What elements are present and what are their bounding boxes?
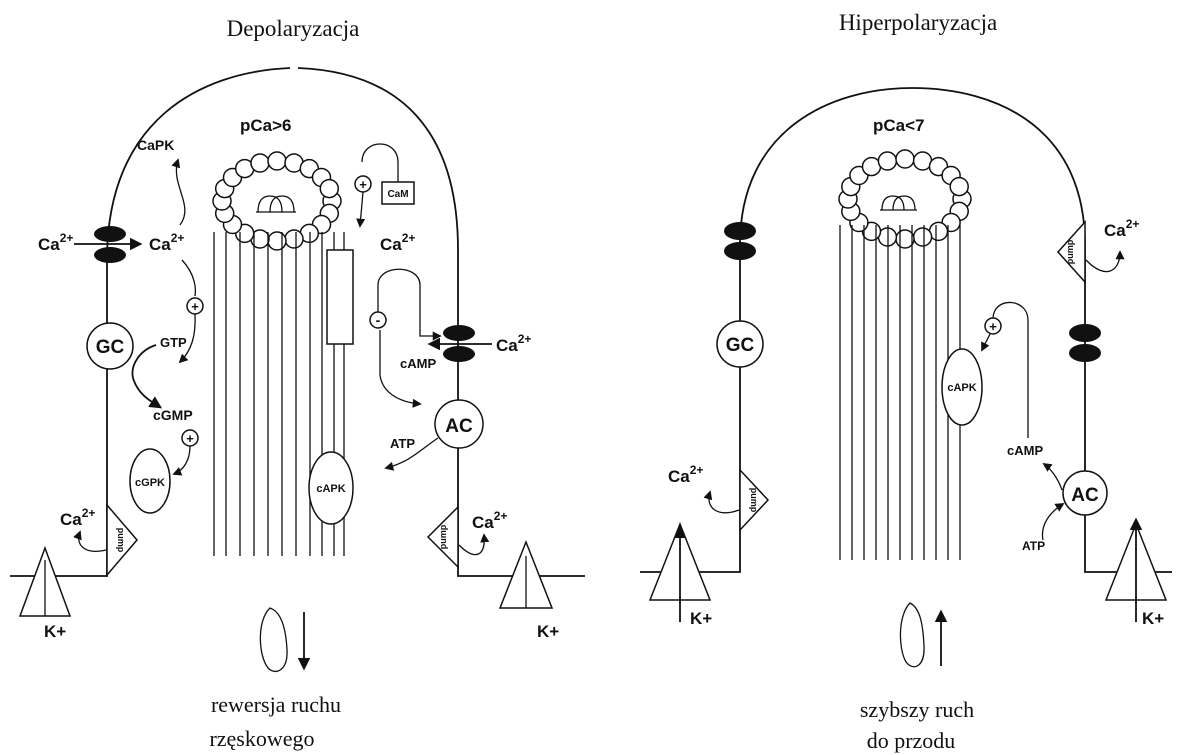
left-caption-line2: rzęskowego: [209, 726, 314, 751]
left-ca-cam-label: Ca2+: [380, 231, 415, 254]
right-ca-pump-bottom-label: Ca2+: [668, 463, 703, 486]
right-plus-to-capk-arrow: [982, 334, 990, 350]
right-pump-top-label: pump: [1065, 239, 1075, 264]
left-microtubule: [268, 232, 286, 250]
left-ca-channel-top: [94, 226, 126, 242]
left-central-pair: [256, 196, 296, 212]
left-capk-cell-label: cAPK: [316, 483, 345, 495]
left-microtubule: [251, 154, 269, 172]
right-ca-pump-top-label: Ca2+: [1104, 217, 1139, 240]
depolarization-panel: Depolaryzacja pCa>6 Ca2+ Ca2+ CaPK + GC …: [10, 16, 585, 751]
left-microtubule: [285, 230, 303, 248]
right-pump-top-arrow: [1086, 252, 1120, 272]
left-pump-left-label: pump: [116, 528, 126, 553]
left-ca-channel-right-label: Ca2+: [496, 332, 531, 355]
left-ca-pump-right-label: Ca2+: [472, 509, 507, 532]
right-microtubule: [878, 152, 896, 170]
right-k-right-label: K+: [1142, 609, 1164, 628]
left-microtubule: [320, 180, 338, 198]
right-central-pair: [880, 196, 917, 210]
left-title: Depolaryzacja: [227, 16, 360, 41]
left-cgpk-label: cGPK: [135, 477, 165, 489]
left-ca-channel-right-top: [443, 325, 475, 341]
right-pca-label: pCa<7: [873, 116, 925, 135]
right-ca-channel-right-top: [1069, 324, 1101, 342]
left-minus-sign: -: [376, 312, 381, 328]
right-k-left-label: K+: [690, 609, 712, 628]
right-capk-cell-label: cAPK: [947, 382, 976, 394]
left-ca-to-plus-line: [182, 260, 195, 296]
right-title: Hiperpolaryzacja: [839, 10, 997, 35]
right-caption-line2: do przodu: [867, 728, 956, 753]
left-cgmp-to-cgpk-arrow: [174, 446, 190, 474]
left-ca-pump-left-label: Ca2+: [60, 506, 95, 529]
right-ca-channel-left-top: [724, 222, 756, 240]
left-camp-label: cAMP: [400, 356, 436, 371]
left-plus-sign-1: +: [191, 299, 199, 314]
right-ca-channel-right-bottom: [1069, 344, 1101, 362]
left-gc-label: GC: [96, 337, 125, 358]
right-ac-label: AC: [1071, 485, 1099, 506]
right-gc-label: GC: [726, 335, 755, 356]
right-microtubule: [896, 150, 914, 168]
left-pump-left-arrow: [79, 532, 106, 551]
left-cam-label: CaM: [387, 189, 408, 200]
left-atp-label: ATP: [390, 436, 415, 451]
left-pca-label: pCa>6: [240, 116, 292, 135]
left-plus-sign-2: +: [186, 431, 194, 446]
left-pump-right-label: pump: [438, 524, 448, 549]
left-k-right-label: K+: [537, 622, 559, 641]
left-gtp-label: GTP: [160, 335, 187, 350]
right-cell-shape: [900, 603, 924, 667]
left-gtp-to-cgmp-arrow: [132, 345, 160, 407]
left-microtubule: [268, 152, 286, 170]
right-microtubule: [896, 230, 914, 248]
right-pump-bottom-label: pump: [749, 488, 759, 513]
left-cam-arrow: [360, 192, 363, 226]
left-ca-channel-right-bottom: [443, 346, 475, 362]
right-microtubule-ring: [839, 150, 971, 248]
left-cgmp-label: cGMP: [153, 407, 193, 423]
right-ac-to-camp-arrow: [1044, 464, 1062, 490]
left-capk-arrow: [176, 160, 185, 225]
right-plus-sign: +: [989, 319, 997, 334]
left-caption-line1: rewersja ruchu: [211, 692, 341, 717]
left-dynein-box: [327, 250, 353, 344]
left-ca-out-label: Ca2+: [38, 231, 73, 254]
left-ac-label: AC: [445, 416, 473, 437]
right-pump-bottom-arrow: [709, 492, 739, 513]
left-plus-sign-3: +: [359, 177, 367, 192]
left-minus-loop: [378, 269, 440, 336]
left-k-left-label: K+: [44, 622, 66, 641]
hyperpolarization-panel: Hiperpolaryzacja pCa<7 GC pump Ca2+ cAPK…: [640, 10, 1172, 753]
left-ca-channel-bottom: [94, 247, 126, 263]
right-caption-line1: szybszy ruch: [860, 697, 974, 722]
right-camp-label: cAMP: [1007, 443, 1043, 458]
right-atp-arrow: [1042, 504, 1063, 540]
right-atp-label: ATP: [1022, 539, 1045, 553]
right-microtubule: [914, 228, 932, 246]
left-capk-label: CaPK: [137, 137, 174, 153]
right-microtubule: [950, 178, 968, 196]
left-pump-right-arrow: [459, 535, 484, 555]
right-ca-channel-left-bottom: [724, 242, 756, 260]
left-ca-in-label: Ca2+: [149, 231, 184, 254]
left-cell-shape: [260, 608, 287, 671]
